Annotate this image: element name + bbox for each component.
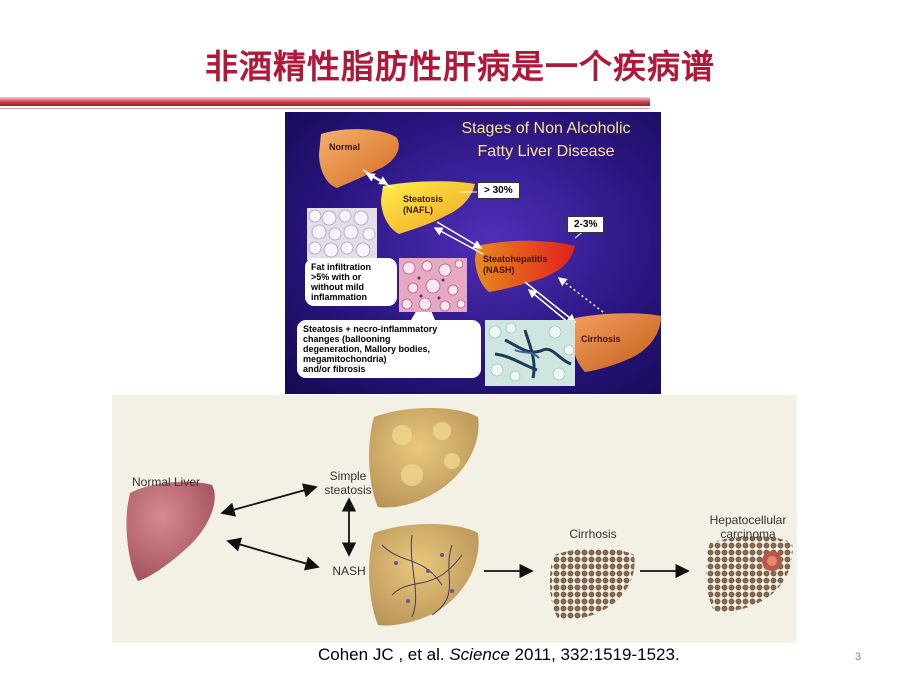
callout-line: and/or fibrosis [303,364,366,374]
nash-liver-illustration [369,523,479,626]
callout-line: degeneration, Mallory bodies, [303,344,431,354]
simple-steatosis-label: Simple steatosis [318,469,378,497]
stages-title-line2: Fatty Liver Disease [477,143,615,160]
nash-label: NASH [332,564,366,578]
stage-nash-name: Steatohepatitis [483,254,548,264]
steatosis-progression-pct: > 30% [477,182,520,199]
callout-line: Fat infiltration [311,262,371,272]
callout-line: megamitochondria) [303,354,387,364]
callout-line: changes (ballooning [303,334,391,344]
stage-nash-label: Steatohepatitis (NASH) [483,254,548,276]
necro-inflammatory-callout: Steatosis + necro-inflammatory changes (… [297,320,481,378]
fibrosis-histology-image [485,320,575,386]
hcc-liver-illustration [705,536,793,612]
stage-steatosis-abbr: (NAFL) [403,205,433,215]
nash-liver-shape [475,240,575,292]
normal-liver-illustration [126,481,215,581]
title-underline-thin [0,108,650,109]
citation-journal: Science [449,645,510,664]
hcc-label: Hepatocellular carcinoma [698,513,798,541]
fat-infiltration-callout: Fat infiltration >5% with or without mil… [305,258,397,306]
steatosis-liver-illustration [369,407,479,508]
stage-nash-abbr: (NASH) [483,265,515,275]
fat-infiltration-histology-image [307,208,377,260]
callout-line: >5% with or [311,272,362,282]
nash-progression-pct: 2-3% [567,216,605,233]
stages-title-line1: Stages of Non Alcoholic [461,120,631,137]
simple-steatosis-line1: Simple [329,469,367,483]
stage-steatosis-name: Steatosis [403,194,444,204]
nafld-stages-figure: Stages of Non Alcoholic Fatty Liver Dise… [285,112,661,394]
progression-figure-graphics [126,407,793,626]
cirrhosis-liver-illustration [549,548,635,620]
normal-liver-label: Normal Liver [132,475,201,489]
hcc-line1: Hepatocellular [709,513,787,527]
normal-liver-shape [319,129,399,188]
title-underline-bar [0,97,650,106]
stages-figure-title: Stages of Non Alcoholic Fatty Liver Dise… [435,117,657,163]
stage-cirrhosis-label: Cirrhosis [581,334,621,344]
citation-details: 2011, 332:1519-1523. [509,645,680,664]
callout-line: without mild [311,282,364,292]
citation: Cohen JC , et al. Science 2011, 332:1519… [318,645,680,665]
steatohepatitis-histology-image [399,258,467,312]
callout-line: Steatosis + necro-inflammatory [303,324,438,334]
citation-authors: Cohen JC , et al. [318,645,450,664]
stage-normal-label: Normal [329,142,361,152]
simple-steatosis-line2: steatosis [324,483,372,497]
stage-steatosis-label: Steatosis (NAFL) [403,194,443,216]
cirrhosis-label: Cirrhosis [569,527,617,541]
cirrhosis-liver-shape [571,313,661,372]
hcc-line2: carcinoma [720,527,776,541]
slide-title: 非酒精性脂肪性肝病是一个疾病谱 [205,47,715,86]
callout-line: inflammation [311,292,368,302]
page-number: 3 [855,651,862,663]
steatosis-liver-shape [381,181,475,234]
liver-disease-progression-figure: Normal Liver Simple steatosis NASH Cirrh… [112,395,797,643]
